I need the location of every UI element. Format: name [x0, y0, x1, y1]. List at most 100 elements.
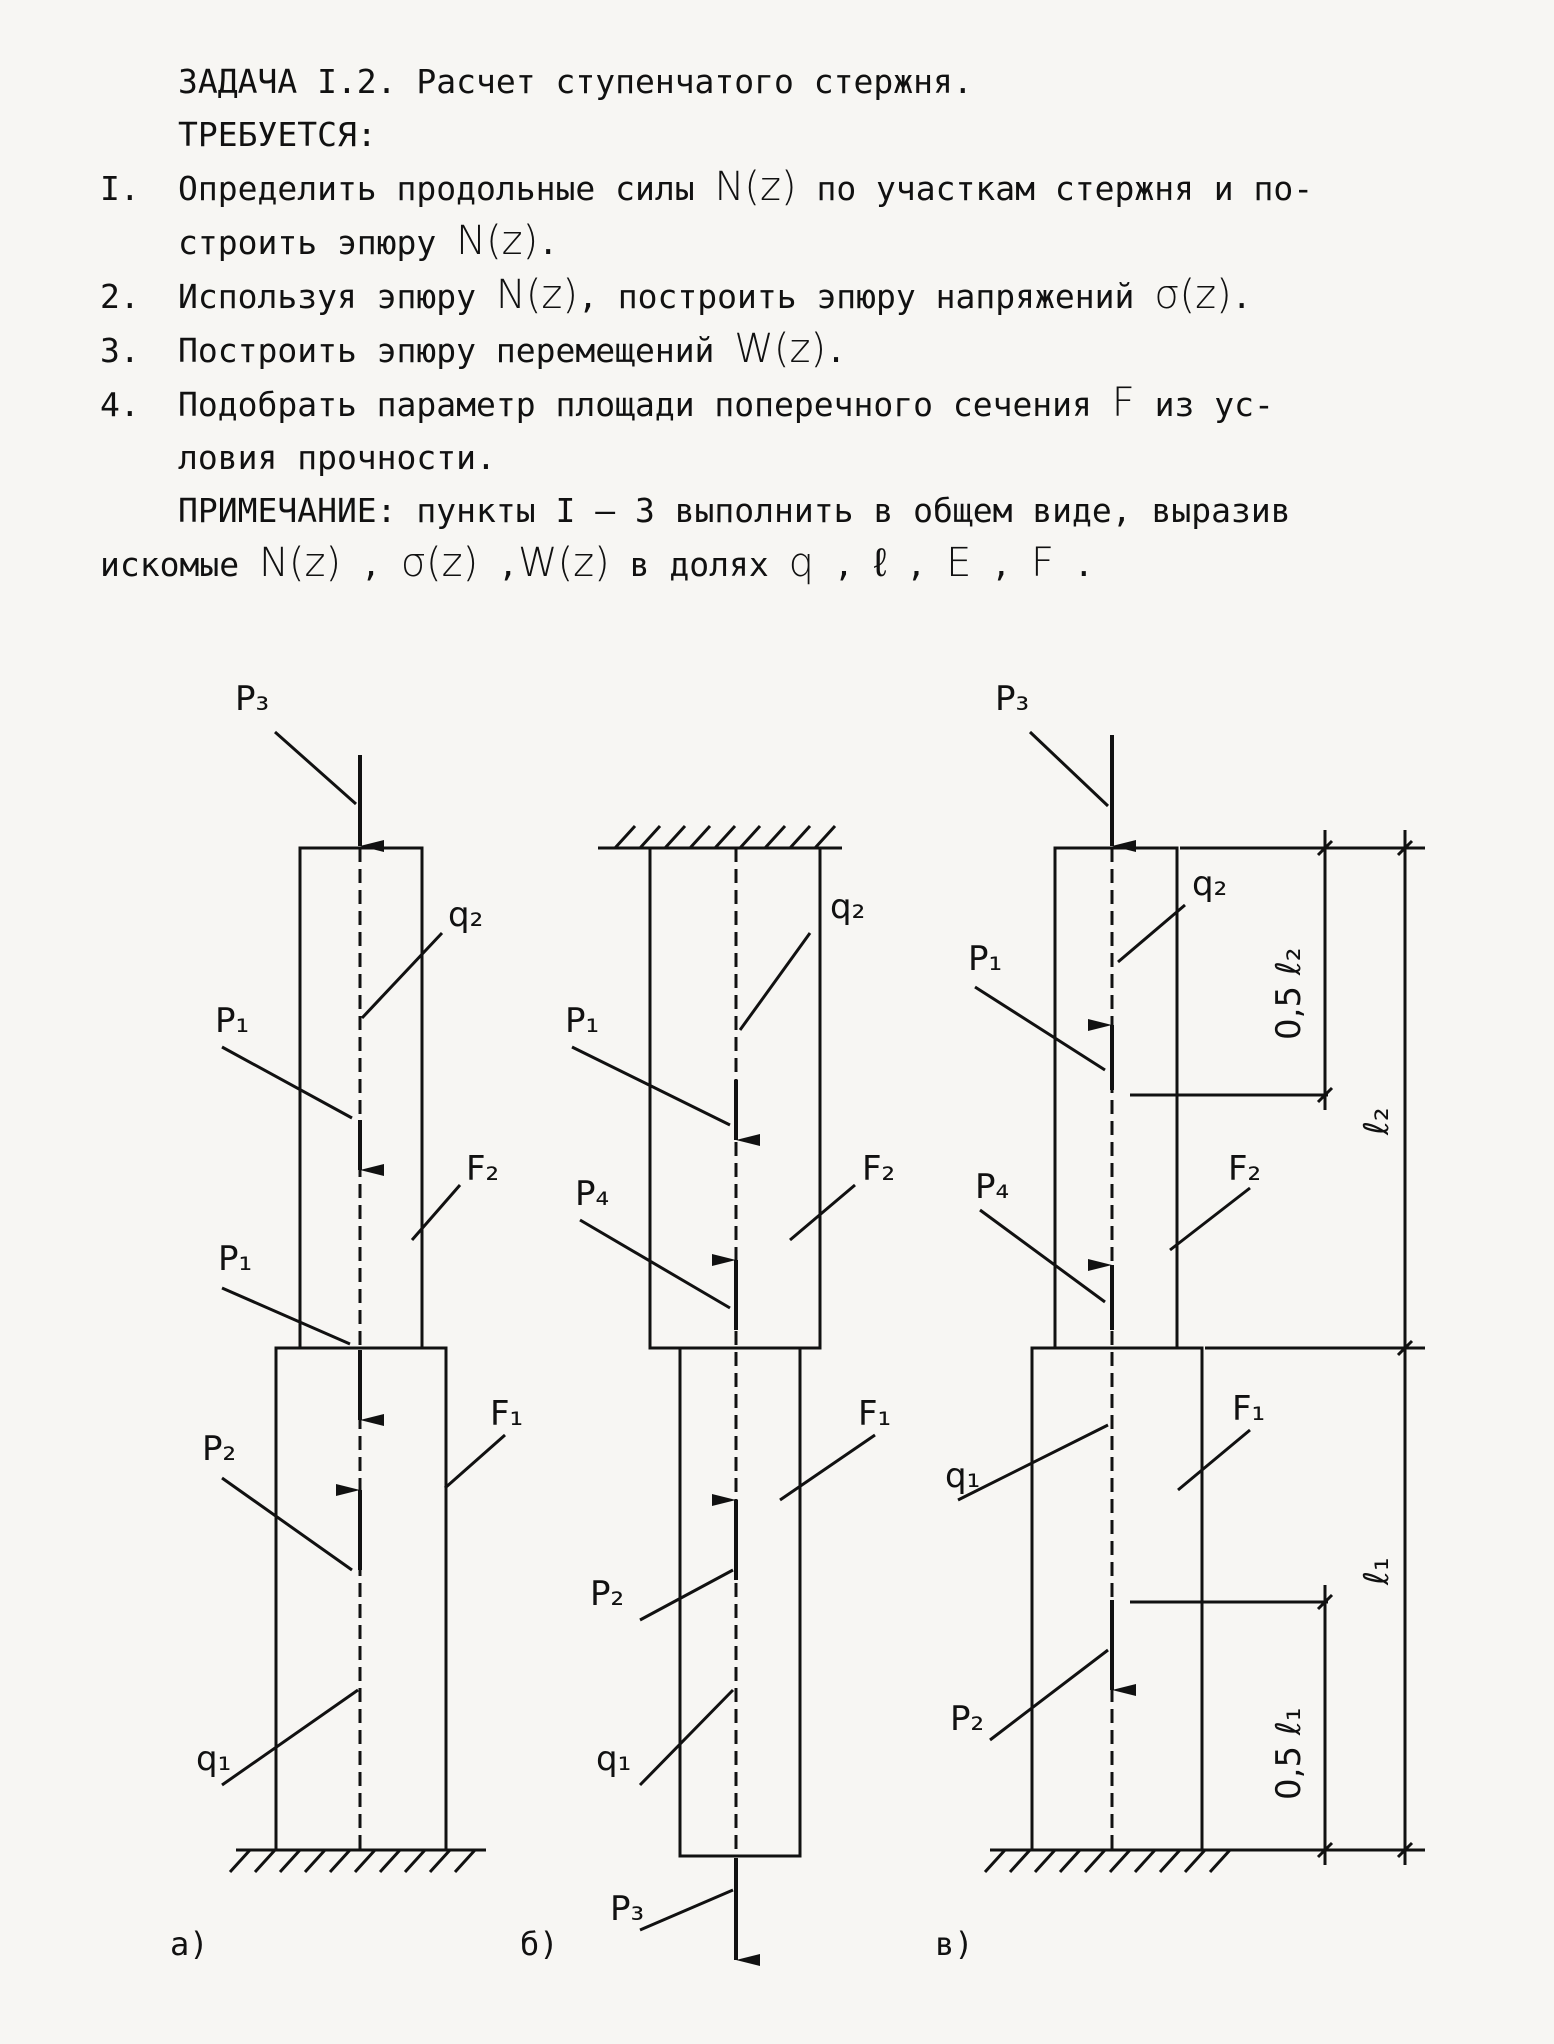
formula: ℓ: [873, 540, 887, 586]
label-P3: P₃: [995, 679, 1029, 719]
text: из ус-: [1134, 385, 1274, 424]
task-number: 3.: [100, 331, 140, 370]
dim-label-l1: ℓ₁: [1357, 1557, 1397, 1586]
label-P3: P₃: [235, 679, 269, 719]
label-P4: P₄: [575, 1174, 609, 1214]
text: ,: [971, 545, 1032, 584]
required-heading: ТРЕБУЕТСЯ:: [178, 115, 377, 154]
text: ,: [478, 545, 519, 584]
task-title: ЗАДАЧА I.2. Расчет ступенчатого стержня.: [178, 62, 973, 101]
leader-q2: [1117, 903, 1186, 964]
task-item-4-cont: ловия прочности.: [100, 431, 1480, 484]
formula: N(z): [714, 164, 797, 210]
formula: W(z): [734, 326, 827, 372]
formula: N(z): [495, 272, 579, 318]
text: в долях: [609, 545, 789, 584]
formula: σ(z): [400, 540, 479, 586]
figure-b: [571, 824, 876, 1966]
text: Определить продольные силы: [178, 169, 715, 208]
label-P2: P₂: [202, 1429, 236, 1469]
leader-P3: [274, 730, 357, 806]
leader-P1: [974, 985, 1106, 1072]
text: ,: [813, 545, 874, 584]
label-F1: F₁: [1232, 1389, 1265, 1429]
leader-F2: [410, 1184, 462, 1241]
text: ловия прочности.: [178, 438, 496, 477]
label-P2: P₂: [590, 1574, 624, 1614]
label-q2: q₂: [448, 895, 483, 935]
text: .: [1054, 545, 1094, 584]
leader-P2: [989, 1648, 1109, 1742]
formula: N(z): [258, 540, 342, 586]
leader-q1: [957, 1423, 1109, 1502]
task-item-3: 3. Построить эпюру перемещений W(z).: [100, 323, 1480, 377]
caption-a: а): [170, 1925, 209, 1963]
leader-F1: [779, 1433, 876, 1502]
label-q2: q₂: [1192, 864, 1227, 904]
label-F2: F₂: [1228, 1149, 1261, 1189]
text: строить эпюру: [178, 223, 457, 262]
text: , построить эпюру напряжений: [578, 277, 1155, 316]
label-q1: q₁: [945, 1456, 980, 1496]
task-item-1: I. Определить продольные силы N(z) по уча…: [100, 161, 1480, 215]
dim-label-half-l2: 0,5 ℓ₂: [1269, 947, 1309, 1040]
label-P2: P₂: [950, 1699, 984, 1739]
support-bottom: [983, 1848, 1232, 1874]
formula: σ(z): [1154, 272, 1232, 318]
rod-lower-segment: [678, 1346, 802, 1858]
text: Построить эпюру перемещений: [178, 331, 735, 370]
task-number: I.: [100, 169, 140, 208]
text: .: [538, 223, 559, 262]
label-F2: F₂: [466, 1149, 499, 1189]
label-q1: q₁: [196, 1739, 231, 1779]
leader-P1: [571, 1045, 731, 1127]
label-P3: P₃: [610, 1889, 644, 1929]
text: .: [826, 331, 846, 370]
label-F1: F₁: [490, 1394, 523, 1434]
formula: F: [1111, 380, 1135, 426]
figure-a-labels: P₃ q₂ P₁ F₂ P₁ F₁ P₂ q₁ а): [170, 679, 523, 1963]
figure-a: [221, 730, 506, 1874]
support-top: [598, 824, 842, 850]
task-item-4: 4. Подобрать параметр площади поперечного…: [100, 377, 1480, 431]
task-item-2: 2.Используя эпюру N(z), построить эпюру …: [100, 269, 1480, 323]
label-P1: P₁: [968, 939, 1002, 979]
formula: q: [788, 540, 814, 586]
label-P4: P₄: [975, 1167, 1009, 1207]
label-q2: q₂: [830, 887, 865, 927]
leader-P1a: [221, 1045, 353, 1120]
text: ,: [886, 545, 947, 584]
label-P1: P₁: [215, 1001, 249, 1041]
leader-P3: [639, 1888, 734, 1932]
text: по участкам стержня и по-: [796, 169, 1314, 208]
rod-lower-segment: [1030, 1346, 1204, 1852]
dim-label-l2: ℓ₂: [1357, 1107, 1397, 1136]
support-bottom: [228, 1848, 486, 1874]
text: ,: [341, 545, 401, 584]
dim-label-half-l1: 0,5 ℓ₁: [1269, 1707, 1309, 1800]
label-F2: F₂: [862, 1149, 895, 1189]
leader-q1: [638, 1688, 735, 1787]
formula: N(z): [456, 218, 539, 264]
caption-c: в): [935, 1925, 974, 1963]
leader-F1: [444, 1433, 506, 1490]
text: .: [1231, 277, 1252, 316]
leader-P4: [979, 1208, 1106, 1304]
text: Подобрать параметр площади поперечного с…: [178, 385, 1112, 424]
leader-P2: [639, 1568, 734, 1622]
formula: W(z): [518, 540, 610, 586]
label-F1: F₁: [858, 1394, 891, 1434]
note-line-2: искомые N(z) , σ(z) ,W(z) в долях q , ℓ …: [100, 537, 1480, 591]
figure-c-labels: P₃ q₂ P₁ F₂ P₄ F₁ q₁ P₂ 0,5 ℓ₂ ℓ₂ ℓ₁ 0,5…: [935, 679, 1397, 1963]
label-P1: P₁: [565, 1001, 599, 1041]
task-number: 2.: [100, 277, 140, 316]
leader-P3: [1028, 730, 1110, 808]
leader-q1: [221, 1688, 359, 1787]
leader-F1: [1177, 1428, 1251, 1492]
leader-P1b: [221, 1286, 351, 1346]
leader-P2: [221, 1476, 353, 1572]
rod-upper-segment: [1053, 846, 1179, 1350]
task-number: 4.: [100, 385, 140, 424]
